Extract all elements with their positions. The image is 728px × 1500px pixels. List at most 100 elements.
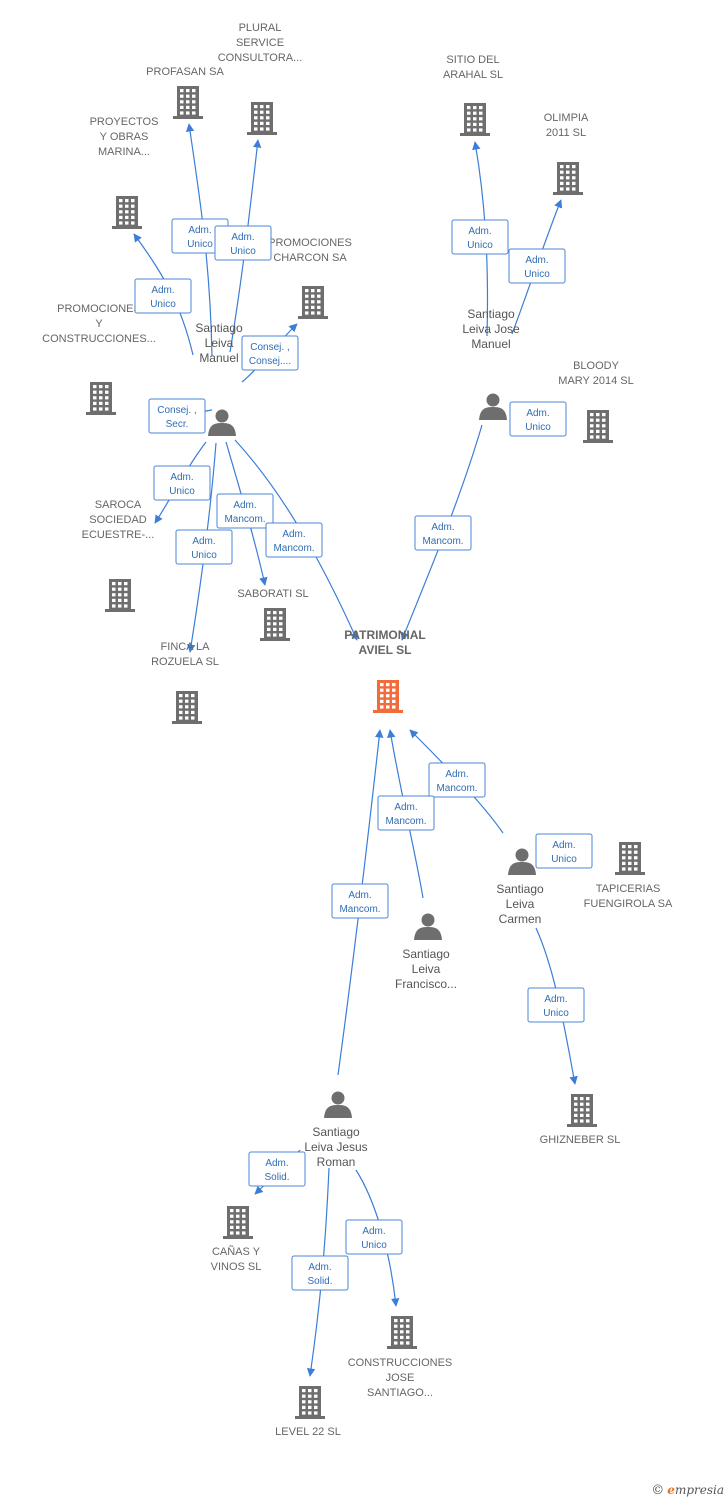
node-label-line: PLURAL — [239, 22, 282, 34]
role-badge[interactable]: Adm.Solid. — [248, 1151, 306, 1187]
role-badge[interactable]: Adm.Mancom. — [331, 883, 389, 919]
company-node[interactable]: SABORATI SL — [237, 588, 309, 641]
role-badge[interactable]: Consej. , Secr. — [148, 398, 206, 434]
company-node[interactable]: PROFASAN SA — [146, 66, 224, 119]
role-badge[interactable]: Adm.Mancom. — [414, 515, 472, 551]
node-label-line: Y OBRAS — [100, 131, 149, 143]
building-icon — [583, 410, 613, 443]
node-label-line: ECUESTRE-... — [82, 529, 155, 541]
role-badge-frame — [241, 335, 299, 371]
role-badge-frame — [265, 522, 323, 558]
role-badge-frame — [535, 833, 593, 869]
role-badge-frame — [509, 401, 567, 437]
node-label-line: PROFASAN SA — [146, 66, 224, 78]
company-node[interactable]: CONSTRUCCIONESJOSESANTIAGO... — [348, 1316, 453, 1399]
node-label-line: SITIO DEL — [446, 54, 499, 66]
role-badge-frame — [291, 1255, 349, 1291]
role-badge-line: Unico — [191, 550, 217, 561]
role-badge-frame — [153, 465, 211, 501]
role-badge[interactable]: Adm.Unico — [134, 278, 192, 314]
role-badge-frame — [331, 883, 389, 919]
building-icon — [86, 382, 116, 415]
building-icon — [567, 1094, 597, 1127]
company-node[interactable]: PROMOCIONESYCONSTRUCCIONES... — [42, 303, 156, 415]
node-label-line: Leiva — [205, 336, 234, 350]
building-icon — [373, 680, 403, 713]
node-label-line: SANTIAGO... — [367, 1387, 433, 1399]
node-label-line: FUENGIROLA SA — [584, 898, 673, 910]
building-icon — [223, 1206, 253, 1239]
node-label-line: Carmen — [499, 912, 542, 926]
role-badge-line: Unico — [551, 854, 577, 865]
role-badge[interactable]: Adm.Unico — [214, 225, 272, 261]
company-node[interactable]: GHIZNEBER SL — [540, 1094, 621, 1146]
node-label-line: Santiago — [467, 307, 515, 321]
role-badge[interactable]: Adm. Mancom. — [428, 762, 486, 798]
role-badge-line: Unico — [467, 240, 493, 251]
role-badge-line: Adm. — [394, 802, 417, 813]
role-badge[interactable]: Adm.Unico — [508, 248, 566, 284]
company-node[interactable]: PLURALSERVICECONSULTORA... — [218, 22, 303, 135]
role-badge-line: Unico — [543, 1008, 569, 1019]
role-badge[interactable]: Consej. ,Consej.... — [241, 335, 299, 371]
role-badge-line: Secr. — [166, 419, 189, 430]
role-badge-frame — [175, 529, 233, 565]
company-node[interactable]: CAÑAS Y VINOS SL — [211, 1206, 262, 1273]
node-label-line: Santiago — [496, 882, 544, 896]
role-badge[interactable]: Adm.Unico — [345, 1219, 403, 1255]
role-badge[interactable]: Adm.Mancom. — [216, 493, 274, 529]
role-badge-frame — [345, 1219, 403, 1255]
role-badge[interactable]: Adm.Unico — [535, 833, 593, 869]
node-label-line: CHARCON SA — [273, 252, 347, 264]
role-badge-line: Adm. — [362, 1226, 385, 1237]
company-node[interactable]: LEVEL 22 SL — [275, 1386, 341, 1438]
role-badge[interactable]: Adm. Unico — [451, 219, 509, 255]
brand-initial: e — [667, 1483, 675, 1497]
building-icon — [172, 691, 202, 724]
role-badge-line: Adm. — [468, 226, 491, 237]
role-badge-line: Unico — [230, 246, 256, 257]
node-label-line: CAÑAS Y — [212, 1245, 261, 1258]
role-badge[interactable]: Adm.Mancom. — [265, 522, 323, 558]
role-badge[interactable]: Adm.Solid. — [291, 1255, 349, 1291]
role-badge-frame — [216, 493, 274, 529]
role-badge[interactable]: Adm.Mancom. — [377, 795, 435, 831]
role-badge[interactable]: Adm.Unico — [527, 987, 585, 1023]
node-label-line: Santiago — [195, 321, 243, 335]
node-label-line: SERVICE — [236, 37, 284, 49]
node-label-line: VINOS SL — [211, 1261, 262, 1273]
building-icon — [387, 1316, 417, 1349]
node-label-line: AVIEL SL — [359, 643, 412, 657]
role-badge-line: Adm. — [526, 408, 549, 419]
role-badge-line: Adm. — [431, 522, 454, 533]
role-badge[interactable]: Adm.Unico — [175, 529, 233, 565]
node-label-line: CONSTRUCCIONES... — [42, 333, 156, 345]
node-label-line: SABORATI SL — [237, 588, 308, 600]
role-badge-line: Adm. — [525, 255, 548, 266]
role-badge-line: Adm. — [151, 285, 174, 296]
person-node[interactable]: SantiagoLeivaFrancisco... — [395, 913, 457, 992]
role-badge-line: Mancom. — [436, 783, 477, 794]
role-badge[interactable]: Adm.Unico — [509, 401, 567, 437]
node-label-line: Santiago — [402, 947, 450, 961]
person-icon — [508, 848, 536, 875]
role-badge-frame — [148, 398, 206, 434]
node-label-line: Roman — [317, 1155, 356, 1169]
role-badge-line: Consej. , — [157, 405, 196, 416]
role-badge-line: Solid. — [264, 1172, 289, 1183]
role-badge[interactable]: Adm.Unico — [153, 465, 211, 501]
role-badge-line: Adm. — [445, 769, 468, 780]
company-node[interactable]: SAROCASOCIEDADECUESTRE-... — [82, 499, 155, 612]
